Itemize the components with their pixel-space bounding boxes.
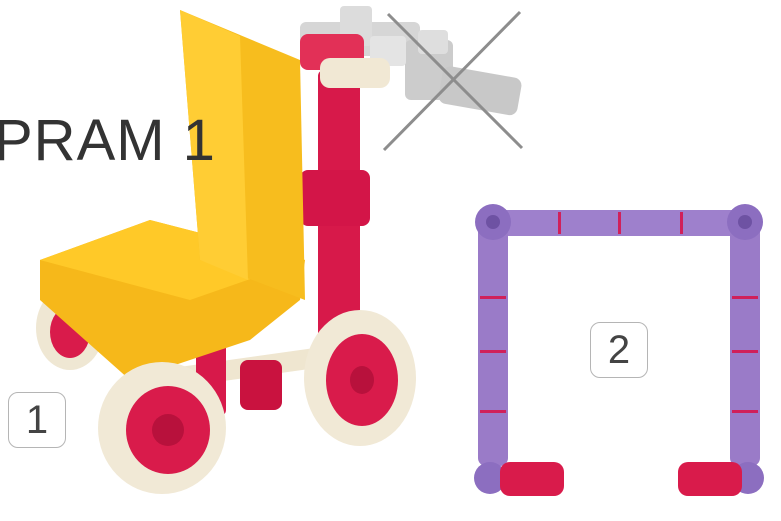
step-number-1-label: 1 bbox=[26, 398, 48, 443]
model-title: PRAM 1 bbox=[0, 112, 216, 170]
step-number-2-label: 2 bbox=[608, 328, 630, 373]
step1-model bbox=[36, 10, 416, 494]
step-number-1: 1 bbox=[8, 392, 66, 448]
step-number-2: 2 bbox=[590, 322, 648, 378]
